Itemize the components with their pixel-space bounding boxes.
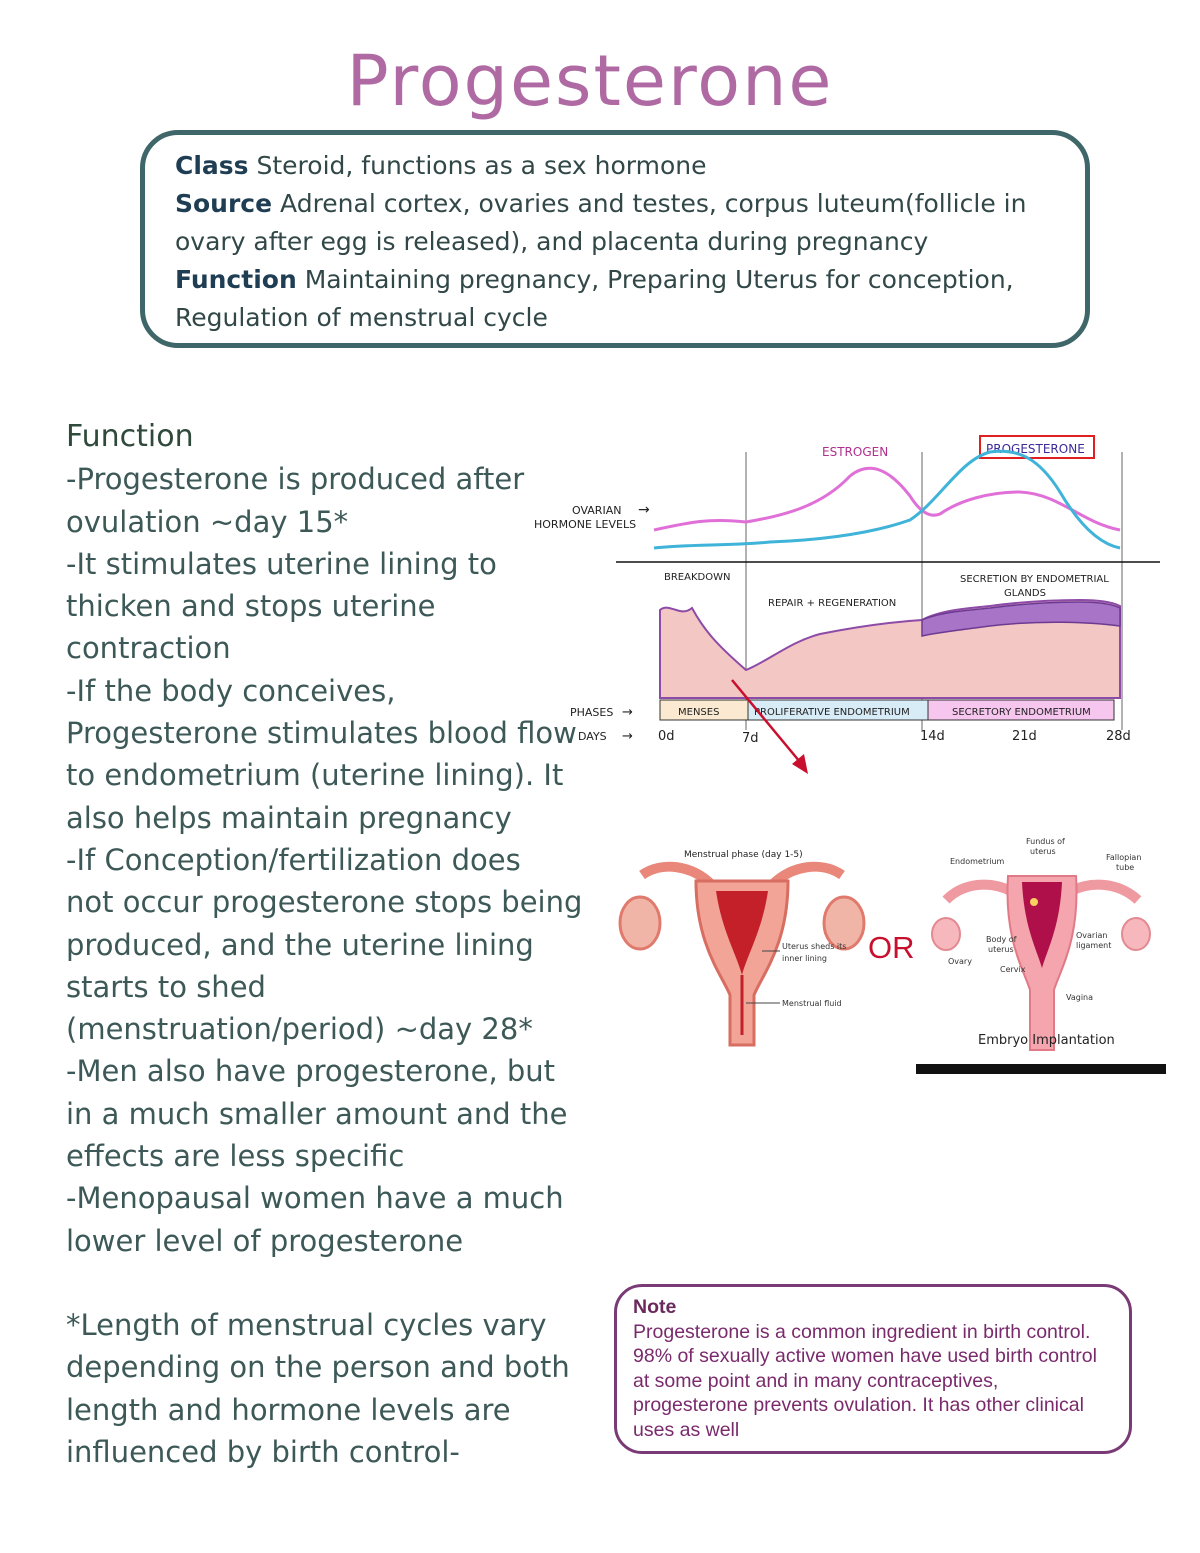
arrow-right-icon: → — [622, 729, 633, 744]
arrow-right-icon: → — [638, 502, 650, 518]
body-line: Progesterone stimulates blood flow — [66, 716, 577, 751]
body-line: -If the body conceives, — [66, 673, 396, 708]
body-line: lower level of progesterone — [66, 1223, 464, 1258]
progesterone-curve — [653, 449, 1121, 550]
secretory-glands-layer — [921, 601, 1121, 637]
function-text: Maintaining pregnancy, Preparing Uterus … — [296, 265, 1014, 294]
fluid-label: Menstrual fluid — [782, 999, 842, 1008]
source-line: Source Adrenal cortex, ovaries and teste… — [175, 185, 1055, 223]
body-label: Body of — [986, 935, 1017, 944]
source-label: Source — [175, 189, 273, 218]
body-line: -Menopausal women have a much — [66, 1181, 564, 1216]
estrogen-label: ESTROGEN — [822, 445, 888, 459]
pointer-arrow-line — [731, 679, 801, 763]
or-label: OR — [868, 930, 915, 965]
repair-label: REPAIR + REGENERATION — [768, 598, 896, 609]
source-line-2: ovary after egg is released), and placen… — [175, 227, 929, 256]
estrogen-curve — [653, 466, 1121, 532]
ovary-label: Ovary — [948, 957, 972, 966]
body-line: -If Conception/fertilization does — [66, 842, 521, 877]
pointer-arrowhead-icon — [792, 754, 808, 774]
fundus-label-2: uterus — [1030, 847, 1056, 856]
body-line: in a much smaller amount and the — [66, 1096, 568, 1131]
day14-label: 14d — [920, 729, 945, 744]
shed-label-2: inner lining — [782, 954, 827, 963]
left-ovary — [931, 917, 961, 951]
breakdown-label: BREAKDOWN — [664, 572, 730, 583]
secretory-phase — [927, 699, 1115, 721]
footnote-line: *Length of menstrual cycles vary — [66, 1307, 547, 1342]
function-line: Function Maintaining pregnancy, Preparin… — [175, 261, 1055, 299]
cervix-label: Cervix — [1000, 965, 1026, 974]
body-line: contraction — [66, 631, 231, 666]
day7-label: 7d — [742, 731, 759, 746]
footnote-line: influenced by birth control- — [66, 1434, 460, 1469]
day28-label: 28d — [1106, 729, 1131, 744]
body-line: to endometrium (uterine lining). It — [66, 758, 564, 793]
menstrual-phase-title: Menstrual phase (day 1-5) — [684, 850, 803, 860]
function-section: Function -Progesterone is produced after… — [66, 416, 586, 1473]
summary-box: Class Steroid, functions as a sex hormon… — [140, 130, 1090, 348]
embryo — [1030, 898, 1038, 906]
caption-bar — [916, 1064, 1166, 1074]
right-ovary — [1121, 917, 1151, 951]
body-line: starts to shed — [66, 969, 266, 1004]
note-title: Note — [633, 1296, 677, 1318]
function-label: Function — [175, 265, 297, 294]
glands-label: GLANDS — [1004, 588, 1046, 599]
day0-label: 0d — [658, 729, 675, 744]
proliferative-label: PROLIFERATIVE ENDOMETRIUM — [754, 707, 910, 718]
class-line: Class Steroid, functions as a sex hormon… — [175, 147, 1055, 185]
ligament-label-2: ligament — [1076, 941, 1111, 950]
phases-label: PHASES — [570, 706, 613, 719]
right-ovary — [822, 895, 866, 951]
embryo-implantation-caption: Embryo Implantation — [978, 1033, 1115, 1048]
class-text: Steroid, functions as a sex hormone — [248, 151, 707, 180]
body-line: not occur progesterone stops being — [66, 885, 583, 920]
ovarian-label: OVARIAN — [572, 504, 621, 517]
vagina-label: Vagina — [1066, 993, 1093, 1002]
uterine-lining — [716, 891, 768, 975]
fundus-label: Fundus of — [1026, 837, 1065, 846]
function-line-2: Regulation of menstrual cycle — [175, 303, 548, 332]
day21-label: 21d — [1012, 729, 1037, 744]
days-label: DAYS — [578, 730, 607, 743]
page-title: Progesterone — [346, 40, 834, 122]
ligament-label: Ovarian — [1076, 931, 1107, 940]
body-line: also helps maintain pregnancy — [66, 800, 512, 835]
source-text: Adrenal cortex, ovaries and testes, corp… — [272, 189, 1027, 218]
body-line: effects are less specific — [66, 1139, 405, 1174]
class-label: Class — [175, 151, 249, 180]
body-line: (menstruation/period) ~day 28* — [66, 1012, 533, 1047]
menstrual-cycle-diagram: ESTROGEN PROGESTERONE OVARIAN HORMONE LE… — [534, 435, 1160, 774]
progesterone-highlight-box — [979, 435, 1095, 459]
tube-label: Fallopian — [1106, 853, 1141, 862]
secretion-label: SECRETION BY ENDOMETRIAL — [960, 574, 1109, 585]
note-text: Progesterone is a common ingredient in b… — [633, 1320, 1097, 1441]
body-line: thicken and stops uterine — [66, 589, 436, 624]
body-label-2: uterus — [988, 945, 1014, 954]
note-box: Note Progesterone is a common ingredient… — [614, 1284, 1132, 1454]
body-line: ovulation ~day 15* — [66, 504, 349, 539]
tube-label-2: tube — [1116, 863, 1134, 872]
body-line: -Progesterone is produced after — [66, 462, 525, 497]
function-heading: Function — [66, 419, 194, 454]
shed-label: Uterus sheds its — [782, 942, 846, 951]
hormone-levels-label: HORMONE LEVELS — [534, 518, 636, 531]
secretory-label: SECRETORY ENDOMETRIUM — [952, 707, 1091, 718]
embryo-implantation-illustration: Fundus of uterus Endometrium Fallopian t… — [916, 837, 1166, 1074]
progesterone-label: PROGESTERONE — [986, 442, 1085, 456]
body-line: -It stimulates uterine lining to — [66, 546, 497, 581]
body-line: produced, and the uterine lining — [66, 927, 534, 962]
endometrium-label: Endometrium — [950, 857, 1005, 866]
menses-label: MENSES — [678, 707, 719, 718]
body-line: -Men also have progesterone, but — [66, 1054, 556, 1089]
footnote-line: depending on the person and both — [66, 1350, 570, 1385]
arrow-right-icon: → — [622, 705, 633, 720]
menstrual-phase-illustration: Menstrual phase (day 1-5) Uterus sheds i… — [618, 850, 866, 1047]
footnote-line: length and hormone levels are — [66, 1392, 511, 1427]
left-ovary — [618, 895, 662, 951]
